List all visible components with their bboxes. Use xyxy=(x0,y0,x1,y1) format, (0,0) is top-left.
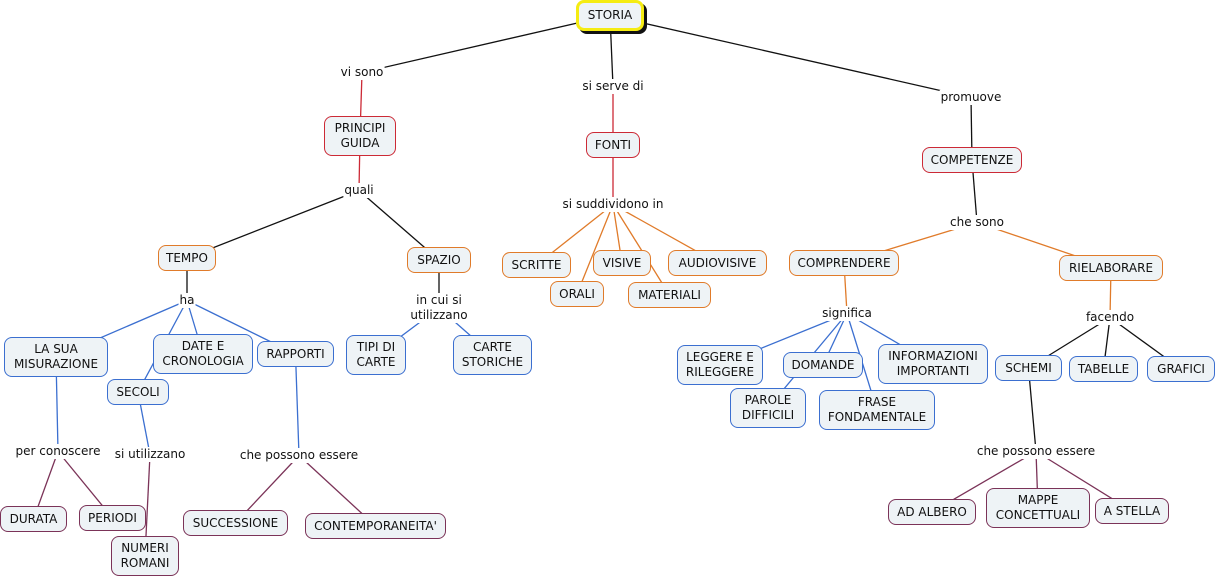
node-principi-guida[interactable]: PRINCIPI GUIDA xyxy=(324,116,396,156)
node-materiali[interactable]: MATERIALI xyxy=(628,282,711,308)
node-frase-fondamentale[interactable]: FRASE FONDAMENTALE xyxy=(819,390,935,430)
node-contemporaneita[interactable]: CONTEMPORANEITA' xyxy=(305,513,446,539)
node-carte-storiche[interactable]: CARTE STORICHE xyxy=(453,335,532,375)
link-phrase-che-sono: che sono xyxy=(949,215,1005,230)
node-leggere-e-rileggere[interactable]: LEGGERE E RILEGGERE xyxy=(677,345,763,385)
node-successione[interactable]: SUCCESSIONE xyxy=(183,510,288,536)
node-secoli[interactable]: SECOLI xyxy=(107,379,169,405)
node-rielaborare[interactable]: RIELABORARE xyxy=(1059,255,1163,281)
node-fonti[interactable]: FONTI xyxy=(586,132,640,158)
link-phrase-per-conoscere: per conoscere xyxy=(14,444,102,459)
link-phrase-che-possono-essere: che possono essere xyxy=(238,448,360,463)
node-schemi[interactable]: SCHEMI xyxy=(995,355,1062,381)
link-phrase-si-serve-di: si serve di xyxy=(581,79,645,94)
link-phrase-vi-sono: vi sono xyxy=(339,65,385,80)
node-tempo[interactable]: TEMPO xyxy=(158,245,216,271)
node-scritte[interactable]: SCRITTE xyxy=(502,252,571,278)
link-phrase-in-cui-si-utilizzano: in cui si utilizzano xyxy=(409,293,469,323)
link-phrase-ha: ha xyxy=(178,293,196,308)
node-tipi-di-carte[interactable]: TIPI DI CARTE xyxy=(346,335,406,375)
node-ad-albero[interactable]: AD ALBERO xyxy=(888,499,976,525)
node-orali[interactable]: ORALI xyxy=(550,281,604,307)
node-comprendere[interactable]: COMPRENDERE xyxy=(789,250,899,276)
node-periodi[interactable]: PERIODI xyxy=(79,505,146,531)
node-visive[interactable]: VISIVE xyxy=(593,250,651,276)
link-phrase-si-suddividono-in: si suddividono in xyxy=(561,197,665,212)
link-phrase-facendo: facendo xyxy=(1084,310,1136,325)
node-la-sua-misurazione[interactable]: LA SUA MISURAZIONE xyxy=(4,337,108,377)
node-tabelle[interactable]: TABELLE xyxy=(1069,356,1138,382)
node-rapporti[interactable]: RAPPORTI xyxy=(257,341,334,367)
node-durata[interactable]: DURATA xyxy=(0,506,67,532)
link-phrase-quali: quali xyxy=(343,183,375,198)
link-phrase-significa: significa xyxy=(821,306,873,321)
link-phrase-che-possono-essere: che possono essere xyxy=(975,444,1097,459)
link-phrase-promuove: promuove xyxy=(939,90,1003,105)
connector-line xyxy=(294,353,300,456)
node-informazioni-importanti[interactable]: INFORMAZIONI IMPORTANTI xyxy=(878,344,988,384)
node-mappe-concettuali[interactable]: MAPPE CONCETTUALI xyxy=(986,488,1090,528)
node-competenze[interactable]: COMPETENZE xyxy=(922,147,1022,173)
node-grafici[interactable]: GRAFICI xyxy=(1147,356,1215,382)
node-storia[interactable]: STORIA xyxy=(576,0,644,31)
node-date-e-cronologia[interactable]: DATE E CRONOLOGIA xyxy=(153,334,253,374)
node-a-stella[interactable]: A STELLA xyxy=(1095,498,1169,524)
link-phrase-si-utilizzano: si utilizzano xyxy=(113,447,187,462)
node-domande[interactable]: DOMANDE xyxy=(783,352,863,378)
connector-line xyxy=(609,14,972,99)
node-spazio[interactable]: SPAZIO xyxy=(407,247,471,273)
node-numeri-romani[interactable]: NUMERI ROMANI xyxy=(111,536,179,576)
node-parole-difficili[interactable]: PAROLE DIFFICILI xyxy=(730,388,806,428)
node-audiovisive[interactable]: AUDIOVISIVE xyxy=(668,250,767,276)
connector-line xyxy=(361,14,611,74)
